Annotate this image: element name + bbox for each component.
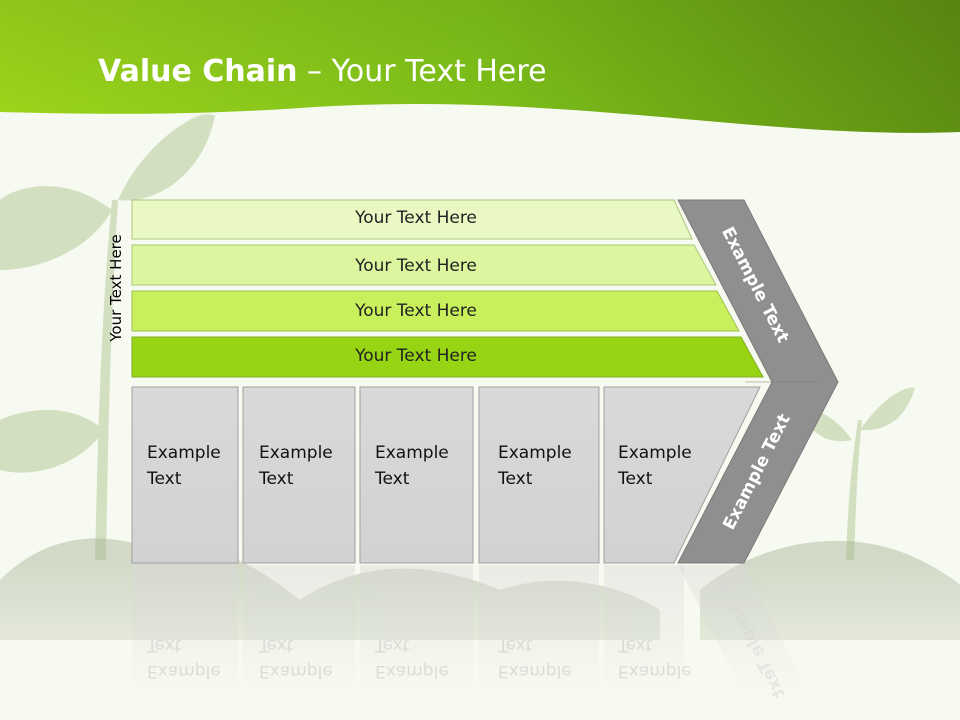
box-4-label: Example Text — [498, 440, 572, 492]
box-3-line2: Text — [375, 469, 410, 489]
plant-left-decoration — [0, 114, 215, 560]
bar-3-label: Your Text Here — [355, 301, 477, 321]
box-4-line2: Text — [498, 469, 533, 489]
box-1-label: Example Text — [147, 440, 221, 492]
box-5-shape — [603, 386, 761, 564]
title-bold-part: Value Chain — [98, 54, 298, 89]
box-3-label: Example Text — [375, 440, 449, 492]
box-4-line1: Example — [498, 443, 572, 463]
box-2-label: Example Text — [259, 440, 333, 492]
box-2-line2: Text — [259, 469, 294, 489]
title-rest-part: – Your Text Here — [297, 54, 547, 89]
box-1-shape — [131, 386, 239, 564]
box-3-line1: Example — [375, 443, 449, 463]
bar-1-shape — [131, 199, 693, 240]
bar-3-shape — [131, 290, 740, 332]
box-5-label: Example Text — [618, 440, 692, 492]
box-1-line2: Text — [147, 469, 182, 489]
bar-1-label: Your Text Here — [355, 208, 477, 228]
bar-4-label: Your Text Here — [355, 346, 477, 366]
box-2-shape — [242, 386, 356, 564]
bar-2-shape — [131, 244, 717, 286]
box-5-line2: Text — [618, 469, 653, 489]
slide-title: Value Chain – Your Text Here — [98, 54, 547, 89]
box-4-shape — [478, 386, 600, 564]
reflection — [132, 565, 810, 695]
box-5-line1: Example — [618, 443, 692, 463]
box-3-shape — [359, 386, 474, 564]
box-1-line1: Example — [147, 443, 221, 463]
bar-2-label: Your Text Here — [355, 256, 477, 276]
side-label: Your Text Here — [107, 234, 125, 342]
bar-4-shape — [131, 336, 764, 378]
box-2-line1: Example — [259, 443, 333, 463]
